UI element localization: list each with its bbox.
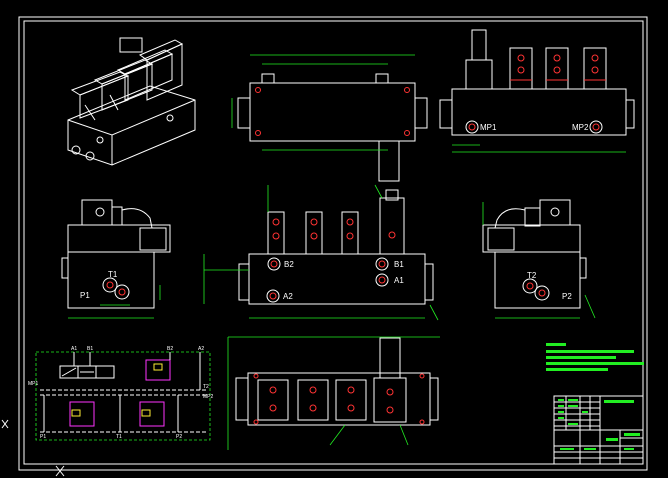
schematic-label-p1: P1 <box>40 434 46 440</box>
ucs-axis-icon <box>1 419 65 477</box>
top-view <box>231 54 428 182</box>
front-view: B2 A2 B1 A1 <box>203 184 439 321</box>
port-label-p2: P2 <box>562 292 572 301</box>
schematic-label-t1: T1 <box>116 434 122 440</box>
schematic-label-a2: A2 <box>198 346 204 352</box>
port-label-p1: P1 <box>80 291 90 300</box>
schematic-label-a1: A1 <box>71 346 77 352</box>
schematic-label-b1: B1 <box>87 346 93 352</box>
port-label-b1: B1 <box>394 260 404 269</box>
schematic-label-mp2: MP2 <box>203 394 214 400</box>
port-label-mp1: MP1 <box>480 123 497 132</box>
port-label-b2: B2 <box>284 260 294 269</box>
port-label-a2: A2 <box>283 292 293 301</box>
side-view: MP1 MP2 <box>439 29 635 153</box>
schematic-label-mp1: MP1 <box>28 381 39 387</box>
port-label-a1: A1 <box>394 276 404 285</box>
isometric-view <box>67 37 196 166</box>
port-label-mp2: MP2 <box>572 123 589 132</box>
technical-notes <box>546 343 644 371</box>
port-label-t1: T1 <box>108 270 118 279</box>
hydraulic-schematic: A1 B1 B2 A2 MP1 T2 MP2 P1 T1 P2 <box>28 346 214 441</box>
inner-frame <box>23 20 644 465</box>
right-view: T2 P2 <box>482 199 596 319</box>
port-label-t2: T2 <box>527 271 537 280</box>
title-block <box>553 395 644 465</box>
schematic-label-t2: T2 <box>203 384 209 390</box>
left-view: T1 P1 <box>61 199 171 319</box>
bottom-view <box>227 336 440 450</box>
schematic-label-b2: B2 <box>167 346 173 352</box>
outer-frame <box>18 16 648 471</box>
schematic-label-p2: P2 <box>176 434 182 440</box>
